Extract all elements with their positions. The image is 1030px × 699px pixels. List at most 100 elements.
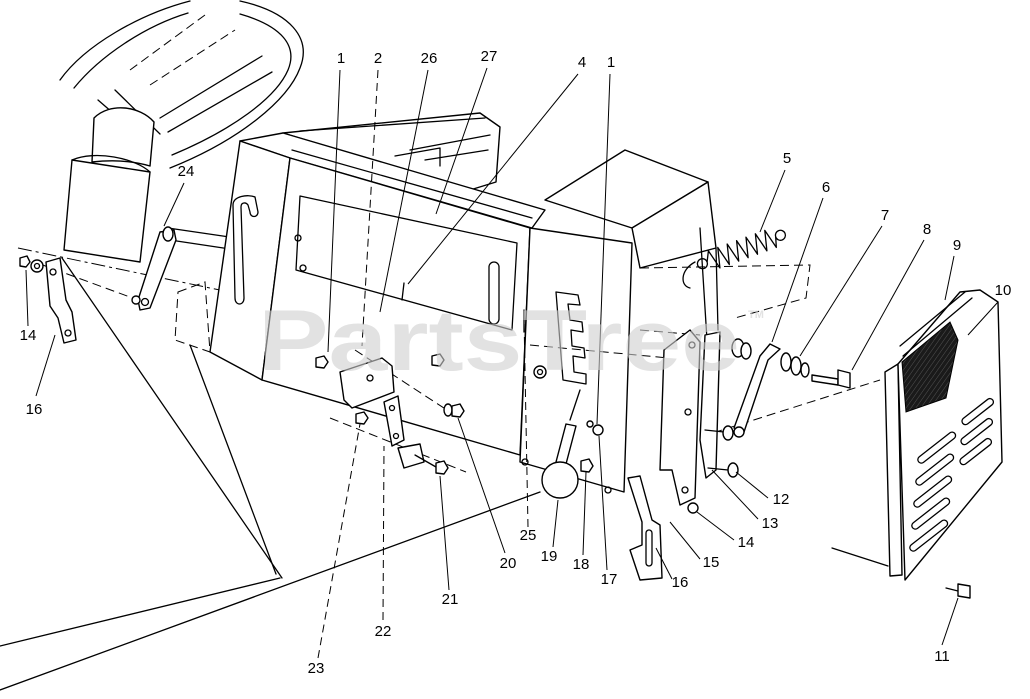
leader-line-2 [361,69,379,347]
panel-hole [294,234,302,242]
callout-14: 14 [20,327,37,344]
callout-22: 22 [375,623,392,640]
left-bracket-assembly [19,255,77,344]
leader-line-8 [851,239,925,371]
tension-lever-assembly [733,343,851,438]
louver-slot [961,397,995,426]
j-slot [232,195,259,305]
spring-hook [774,229,787,241]
leader-line-10 [967,301,999,336]
callout-11: 11 [934,648,950,665]
callout-27: 27 [481,48,498,65]
callout-21: 21 [442,591,459,608]
leader-line-25 [523,317,529,528]
callout-14b: 14 [738,534,755,551]
callout-13: 13 [762,515,779,532]
leader-line-19 [552,499,559,548]
nut [315,355,329,369]
callout-25: 25 [520,527,537,544]
frame-line [189,344,277,575]
callout-6: 6 [822,179,830,196]
callout-7: 7 [881,207,889,224]
callout-5: 5 [783,150,791,167]
callout-23: 23 [308,660,325,677]
leader-line-7 [799,225,883,357]
wheel-rim [169,0,304,169]
leader-line-1 [327,69,341,353]
support-bracket [699,331,721,479]
spring-hook [696,258,709,270]
shift-lever-assembly [541,389,604,499]
nut [19,255,31,268]
callout-20: 20 [500,555,517,572]
bracket-hole [49,268,57,276]
bolt-shank [704,429,725,433]
callout-16b: 16 [672,574,689,591]
bracket-hole [681,486,689,494]
leader-line-4 [407,73,579,285]
leader-line-5 [759,169,786,233]
callout-1: 1 [337,50,345,67]
bolt-head [435,460,449,475]
callout-19: 19 [541,548,558,565]
leader-line-26 [379,69,429,313]
louver-slot [909,519,949,552]
tube-end [162,226,174,242]
nut [131,295,141,305]
stepped-slot [555,291,587,385]
wheel-rim-inner [73,12,189,89]
callout-24: 24 [178,163,195,180]
washer-hole [33,262,41,270]
washer [780,352,792,372]
link-hole [388,404,396,412]
leader-line-18 [582,471,587,556]
steering-column [63,154,151,263]
callout-17: 17 [601,571,618,588]
column-cover [63,159,151,263]
callout-8: 8 [923,221,931,238]
callout-18: 18 [573,556,590,573]
leader-line-24 [163,182,185,227]
callout-16: 16 [26,401,43,418]
bracket-plate [45,257,77,344]
top-face-edge [291,149,533,219]
leader-line-23 [317,423,361,659]
leader-line-16b [655,547,673,580]
leader-line-1b [596,73,611,425]
bracket-hole [684,408,692,416]
lever-plate [137,229,177,311]
bolt-shank [811,374,839,386]
clip-plate [397,443,425,469]
leader-line-6 [771,197,824,343]
panel-hole [521,458,529,466]
bracket-hole [64,329,72,337]
leader-line-11 [941,597,959,646]
bracket-slot [645,529,653,567]
louver-slot [960,417,994,446]
washer [687,502,699,514]
frame-line [0,491,541,691]
washer [592,424,604,436]
louver-slot [917,431,957,464]
leader-line-15 [669,521,701,560]
bolt-head [837,369,851,389]
wheel-rim [59,0,191,81]
cover-rolled-edge [899,291,973,357]
watermark-trademark: TM [748,309,764,321]
nut [451,403,465,418]
steering-wheel [59,0,304,169]
louver-slot [911,497,951,530]
bolt-head [722,425,734,441]
lever-knob [541,461,579,499]
wheel-spoke [159,55,273,133]
bolt-shank [945,587,959,592]
wheel-hub [91,107,155,167]
leader-line-14b [696,511,735,541]
wheel-hidden-line [129,14,236,86]
leader-line-16 [35,334,56,397]
nut [580,458,594,473]
frame-line [61,257,283,579]
slotted-panel [519,227,633,493]
